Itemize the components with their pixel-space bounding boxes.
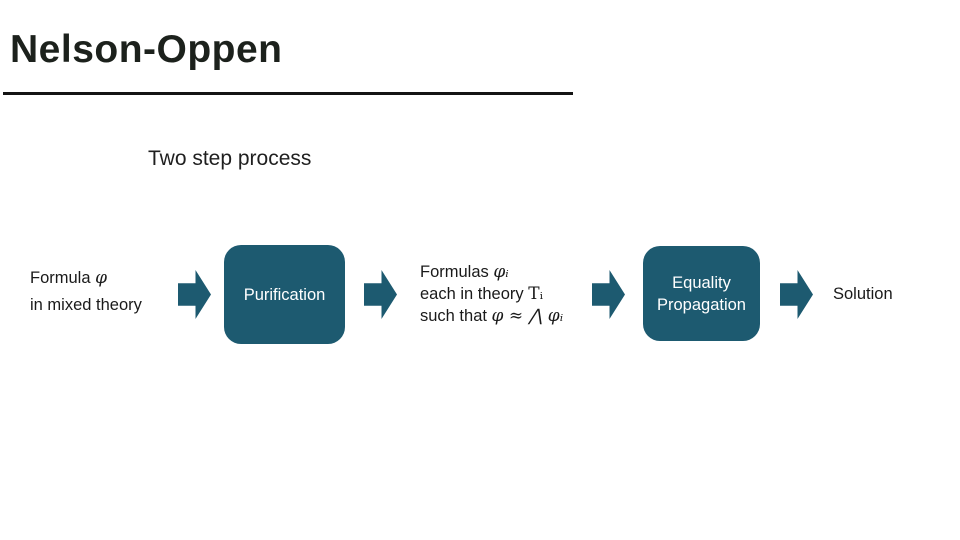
theory-t-i-symbol: Tᵢ <box>528 284 543 304</box>
intermediate-label: Formulas φᵢ each in theory Tᵢ such that … <box>420 261 563 327</box>
input-label-line1-text: Formula <box>30 269 96 287</box>
input-label-line2: in mixed theory <box>30 296 142 314</box>
flow-arrow-icon <box>592 270 625 319</box>
intermediate-line2-text: each in theory <box>420 285 529 303</box>
flow-arrow-icon <box>178 270 211 319</box>
page-title: Nelson-Oppen <box>10 28 283 71</box>
intermediate-line2: each in theory Tᵢ <box>420 283 563 305</box>
conjunction-formula-symbol: φ ≈ ⋀ φᵢ <box>491 306 564 326</box>
equality-propagation-box: Equality Propagation <box>643 246 760 341</box>
purification-box-label: Purification <box>243 285 326 304</box>
flow-arrow-icon <box>780 270 813 319</box>
subtitle: Two step process <box>148 147 312 170</box>
intermediate-line3-text: such that <box>420 307 492 325</box>
purification-box: Purification <box>224 245 345 344</box>
title-underline <box>3 92 573 95</box>
phi-symbol: φ <box>95 268 108 288</box>
phi-i-symbol: φᵢ <box>493 262 509 282</box>
intermediate-line3: such that φ ≈ ⋀ φᵢ <box>420 305 563 327</box>
equality-propagation-box-label: Equality Propagation <box>657 273 746 314</box>
solution-label: Solution <box>833 285 893 303</box>
input-label-line1: Formula φ <box>30 265 142 292</box>
input-label: Formula φ in mixed theory <box>30 265 142 319</box>
intermediate-line1: Formulas φᵢ <box>420 261 563 283</box>
intermediate-line1-text: Formulas <box>420 263 494 281</box>
flow-arrow-icon <box>364 270 397 319</box>
